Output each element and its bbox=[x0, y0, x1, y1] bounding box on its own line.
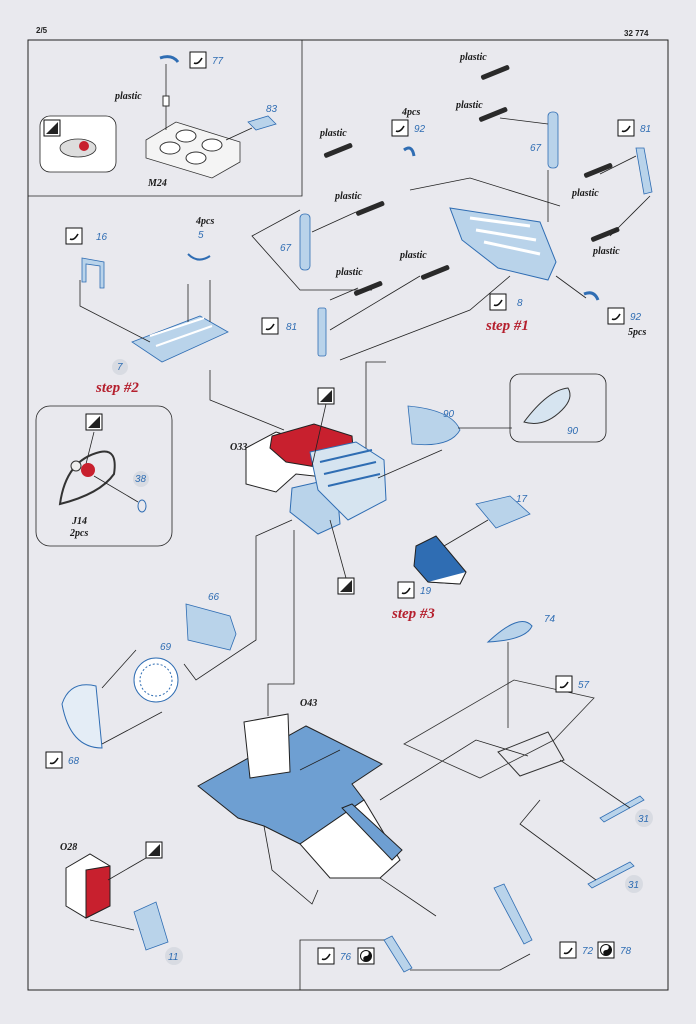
part-38-badge bbox=[133, 471, 149, 487]
j14-inset bbox=[35, 405, 173, 547]
page-number: 2/5 bbox=[36, 26, 48, 35]
label-plastic-8: plastic bbox=[592, 246, 620, 257]
part-7: 7 bbox=[117, 362, 123, 373]
inset-frame-m24 bbox=[28, 39, 303, 197]
part-72: 72 bbox=[582, 946, 594, 957]
part-31-b: 31 bbox=[628, 880, 639, 891]
part-78: 78 bbox=[620, 946, 632, 957]
bend-icon bbox=[489, 293, 507, 311]
label-plastic-m24: plastic bbox=[114, 91, 142, 102]
step-2-title: step #2 bbox=[95, 380, 139, 396]
bend-icon bbox=[45, 751, 63, 769]
label-plastic-7: plastic bbox=[571, 188, 599, 199]
step-1-title: step #1 bbox=[485, 318, 529, 334]
bend-icon bbox=[397, 581, 415, 599]
step-3-title: step #3 bbox=[391, 606, 435, 622]
part-7-badge bbox=[112, 359, 128, 375]
bend-icon bbox=[189, 51, 207, 69]
part-19: 19 bbox=[420, 586, 432, 597]
label-4pcs-92: 4pcs bbox=[401, 107, 420, 118]
part-11-badge bbox=[165, 947, 183, 965]
part-74: 74 bbox=[544, 614, 556, 625]
bend-icon bbox=[559, 941, 577, 959]
part-81-left: 81 bbox=[286, 322, 297, 333]
label-o33: O33 bbox=[230, 442, 247, 453]
part-83: 83 bbox=[266, 104, 278, 115]
label-plastic-4: plastic bbox=[334, 191, 362, 202]
yin-yang-icon bbox=[597, 941, 615, 959]
label-plastic-2: plastic bbox=[455, 100, 483, 111]
bend-icon bbox=[317, 947, 335, 965]
o33-assembly bbox=[183, 373, 607, 716]
bend-icon bbox=[261, 317, 279, 335]
part-92-right: 92 bbox=[630, 312, 642, 323]
part-11: 11 bbox=[168, 952, 178, 963]
part-69: 69 bbox=[160, 642, 172, 653]
page-frame bbox=[27, 39, 669, 991]
part-31-a: 31 bbox=[638, 814, 649, 825]
label-o28: O28 bbox=[60, 842, 77, 853]
part-8: 8 bbox=[517, 298, 523, 309]
part-90-inset: 90 bbox=[567, 426, 579, 437]
label-plastic-1: plastic bbox=[459, 52, 487, 63]
bend-icon bbox=[555, 675, 573, 693]
label-5pcs: 5pcs bbox=[628, 327, 646, 338]
part-77: 77 bbox=[212, 56, 224, 67]
label-4pcs-5: 4pcs bbox=[195, 216, 214, 227]
bend-icon bbox=[617, 119, 635, 137]
part-68: 68 bbox=[68, 756, 80, 767]
part-81-right: 81 bbox=[640, 124, 651, 135]
o28-assembly bbox=[65, 841, 169, 951]
drum-parts bbox=[61, 603, 237, 749]
part-67-left: 67 bbox=[280, 243, 292, 254]
step2-drawing bbox=[79, 253, 285, 431]
part-76: 76 bbox=[340, 952, 352, 963]
label-plastic-3: plastic bbox=[319, 128, 347, 139]
label-plastic-5: plastic bbox=[335, 267, 363, 278]
label-m24: M24 bbox=[147, 178, 167, 189]
part-66: 66 bbox=[208, 592, 220, 603]
part-38: 38 bbox=[135, 474, 147, 485]
yin-yang-icon bbox=[357, 947, 375, 965]
bend-icon bbox=[391, 119, 409, 137]
part-57: 57 bbox=[578, 680, 590, 691]
part-16: 16 bbox=[96, 232, 108, 243]
label-o43: O43 bbox=[300, 698, 317, 709]
part-90-main: 90 bbox=[443, 409, 455, 420]
part-5: 5 bbox=[198, 230, 204, 241]
label-j14-qty: 2pcs bbox=[69, 528, 88, 539]
part-31-badge-1 bbox=[635, 809, 653, 827]
part-92-top: 92 bbox=[414, 124, 426, 135]
o43-assembly bbox=[197, 621, 645, 990]
label-plastic-6: plastic bbox=[399, 250, 427, 261]
label-j14: J14 bbox=[71, 516, 87, 527]
sheet-code: 32 774 bbox=[624, 29, 649, 38]
step1-drawing bbox=[251, 65, 653, 448]
bend-icon bbox=[65, 227, 83, 245]
bend-icon bbox=[607, 307, 625, 325]
m24-inset bbox=[39, 55, 277, 179]
part-17: 17 bbox=[516, 494, 528, 505]
part-67-right: 67 bbox=[530, 143, 542, 154]
part-31-badge-2 bbox=[625, 875, 643, 893]
